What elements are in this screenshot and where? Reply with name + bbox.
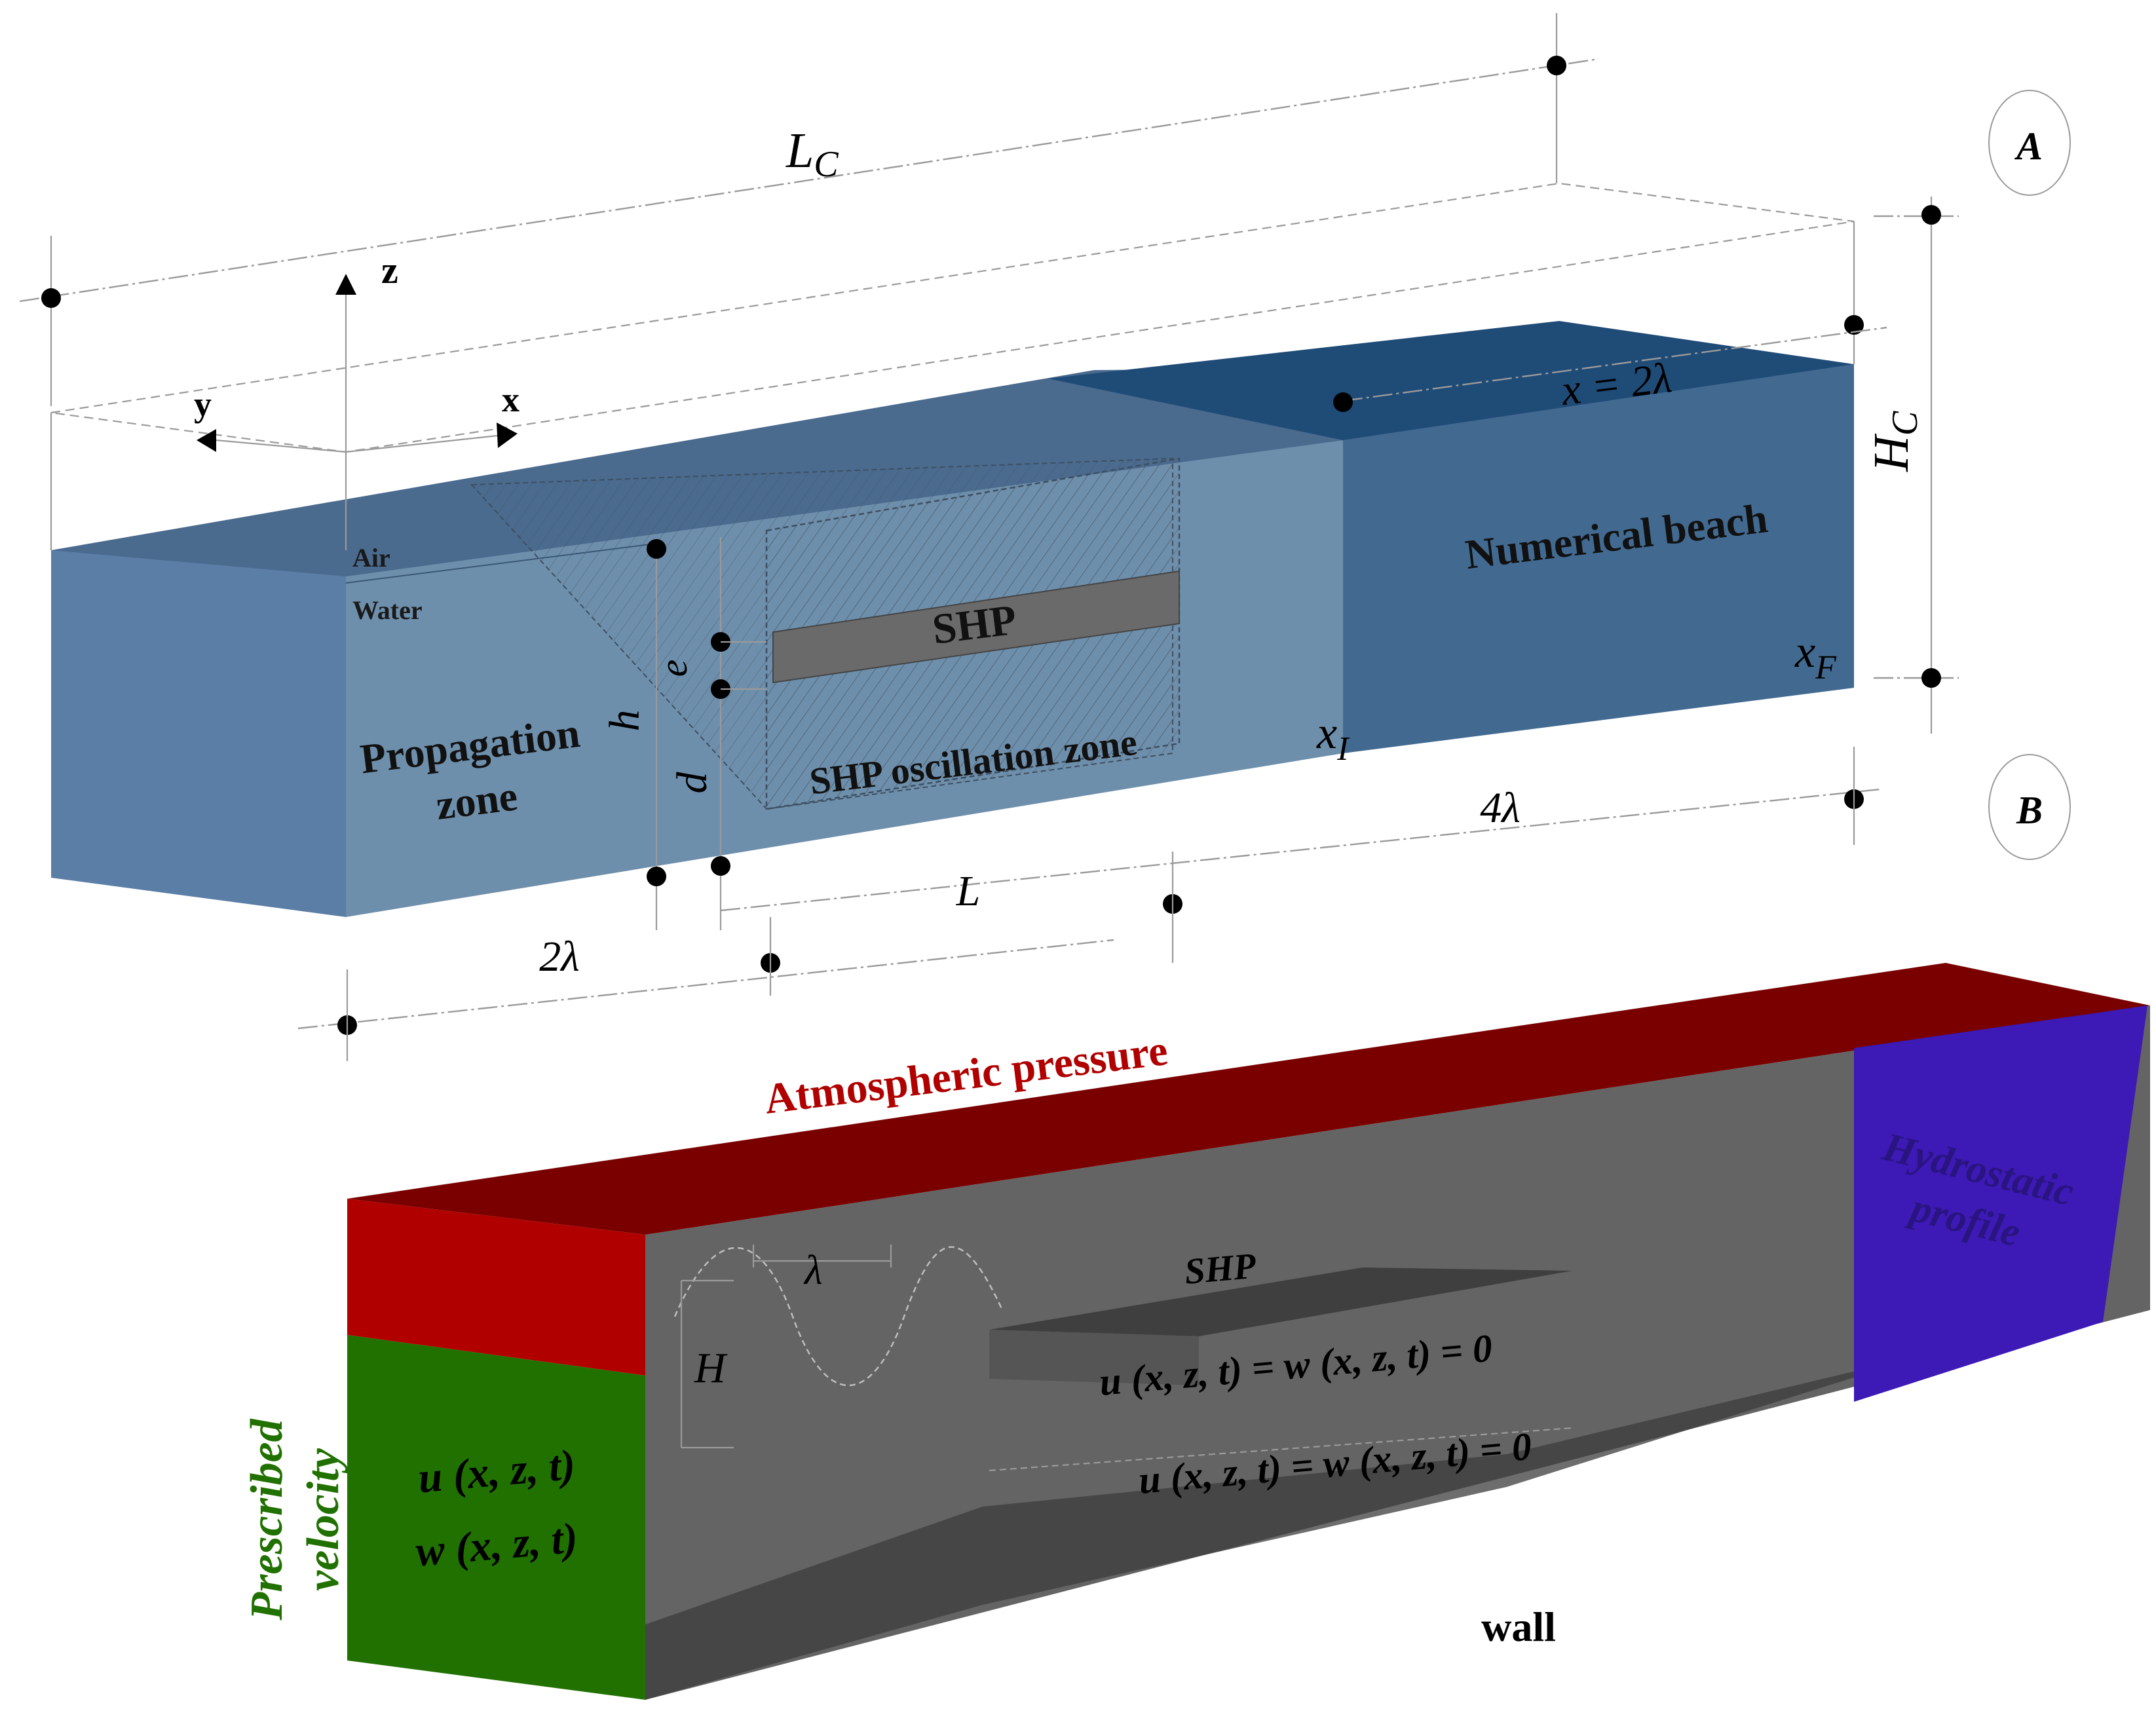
shp-block-front [989,1330,1199,1385]
l-label: L [956,867,981,915]
floor-shading [645,1353,1933,1700]
wave-height-label: H [694,1344,728,1392]
floor-bc-guide [989,1427,1573,1472]
z-axis-label: z [381,249,398,291]
lc-label: LC [785,123,839,185]
top-dimensions [19,13,2071,1061]
shp-label: SHP [930,596,1019,654]
lc-dimension-line [19,58,1599,303]
circle-b-label: B [2016,789,2043,832]
dimension-dot-icon [711,856,730,876]
atmospheric-top-face [347,963,2150,1235]
4lambda-label: 4λ [1480,784,1521,832]
arrowhead-icon [335,274,356,295]
air-label: Air [352,543,390,572]
y-axis-label: y [194,385,212,424]
hydrostatic-profile-face [1854,1005,2147,1402]
2lambda-label: 2λ [539,933,580,981]
circle-a [1988,90,2071,196]
dimension-dot-icon [41,288,61,308]
circle-b [1988,754,2071,860]
dimension-dot-icon [1333,392,1353,412]
arrowhead-icon [497,422,518,448]
y-axis-line [216,439,347,453]
dimension-dot-icon [1547,56,1566,75]
beach-top-surface [1048,321,1854,440]
circle-a-label: A [2014,124,2043,168]
x-axis-label: x [502,380,520,419]
h-label: h [601,710,649,732]
dimension-dot-icon [647,867,666,886]
l-4lambda-line [720,788,1881,912]
wave-profile [673,1246,1004,1387]
e-label: e [652,660,695,677]
water-label: Water [352,595,423,625]
lambda-label: λ [803,1247,823,1293]
atmospheric-inlet-face [347,1199,645,1376]
propagation-line2: zone [434,772,520,829]
wall-label: wall [1481,1604,1556,1650]
shp-block-top [989,1267,1572,1336]
water-left-face [51,550,346,917]
d-label: d [668,772,716,794]
dimension-dot-icon [1844,315,1864,335]
prescribed-velocity-face [347,1335,645,1700]
numerical-beach-face [1343,364,1854,753]
shp-bottom-label: SHP [1183,1246,1258,1292]
bottom-tank [347,963,2150,1700]
dimension-dot-icon [1921,205,1941,225]
x-axis-line [345,434,499,453]
hc-label: HC [1864,411,1925,472]
xf-label: xF [1794,627,1837,686]
shp-plate [772,570,1180,684]
top-tank [50,182,1855,917]
2lambda-line [297,939,1114,1030]
dimension-dot-icon [647,539,666,559]
prescribed-line1: Prescribed [242,1418,292,1621]
xi-label: xI [1316,708,1350,768]
dimension-dot-icon [1921,668,1941,688]
x2lambda-line [1342,326,1887,402]
air-water-line [345,543,656,584]
prescribed-line2: velocity [298,1448,349,1591]
arrowhead-icon [197,429,216,452]
prescribed-velocity-label: Prescribed velocity [242,1418,349,1621]
